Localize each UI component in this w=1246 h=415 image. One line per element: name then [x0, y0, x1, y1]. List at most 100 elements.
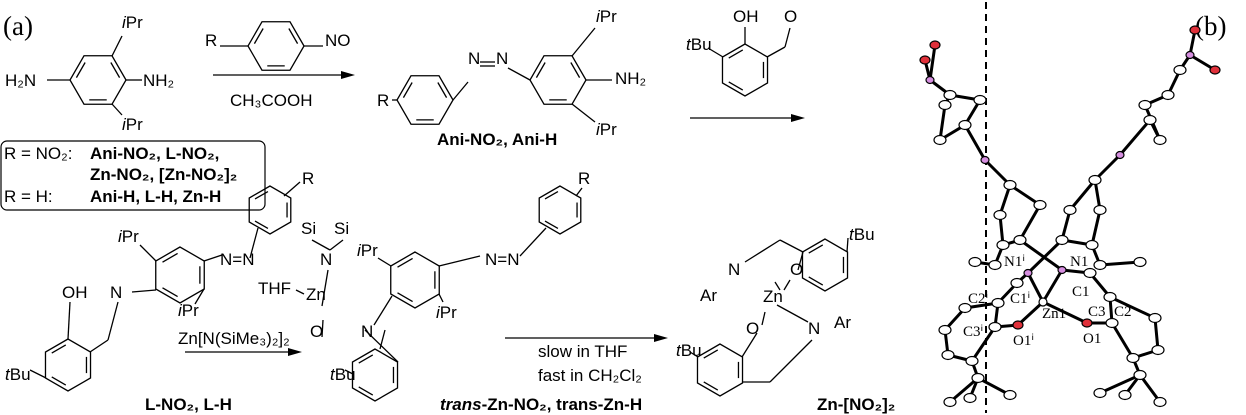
legend-no2-items-1: Ani-NO₂, L-NO₂,	[90, 144, 219, 163]
crystal-bond	[948, 376, 980, 404]
atom-ellipsoid-t8	[1093, 387, 1107, 399]
atom-ellipsoid-t1	[971, 372, 985, 384]
bond	[761, 311, 766, 326]
benzene-ring	[801, 238, 849, 292]
crystal-bond	[998, 183, 1012, 217]
atom-ellipsoid-i2	[968, 256, 982, 268]
dimer-n-bottom: N	[808, 319, 820, 338]
atom-ellipsoid-c1	[1083, 267, 1097, 279]
bond	[519, 227, 547, 257]
crystal-bond	[1110, 321, 1135, 360]
trans-zn-o: O	[310, 322, 323, 341]
bond	[689, 351, 699, 358]
atom-ellipsoid-t2	[963, 392, 977, 404]
ligand-azo: N=N	[220, 250, 254, 269]
crystal-bond	[1016, 300, 1045, 327]
crystal-bond	[1041, 268, 1064, 304]
double-bond	[397, 257, 413, 268]
nitroso-group: NO	[325, 31, 351, 50]
bond	[766, 46, 786, 58]
crystal-bond	[1018, 203, 1042, 242]
double-bond	[728, 49, 744, 59]
crystal-bond	[1118, 118, 1152, 157]
benzene-ring	[69, 55, 127, 105]
atom-ellipsoid-z6	[1161, 89, 1175, 101]
bond	[769, 339, 813, 383]
atom-ellipsoid-s6	[1173, 64, 1187, 76]
bond	[744, 239, 781, 263]
crystal-bond	[1018, 238, 1064, 272]
double-bond	[75, 62, 86, 78]
crystal-bond	[1041, 300, 1089, 325]
double-bond	[808, 244, 824, 254]
atom-ellipsoid-z5	[1143, 114, 1157, 126]
diamine-ipr-top: iPr	[122, 13, 143, 32]
trans-zn-ipr-top: iPr	[357, 241, 378, 260]
benzene-ring	[155, 246, 205, 304]
crystal-bond	[983, 158, 1012, 187]
atom-ellipsoid-a1	[958, 302, 972, 314]
bond	[452, 81, 469, 101]
bond	[377, 257, 392, 267]
atom-ellipsoid-s5	[1138, 99, 1152, 111]
trans-zn-n-amide: N	[320, 250, 332, 269]
aldehyde-o: O	[784, 7, 797, 26]
crystal-bond	[928, 43, 937, 82]
atom-label-n1i: N1ⁱ	[1004, 254, 1025, 270]
atom-ellipsoid-r1	[1003, 179, 1017, 191]
atom-ellipsoid-x2	[919, 55, 931, 65]
double-bond	[544, 190, 559, 200]
double-bond	[808, 276, 824, 286]
atom-ellipsoid-c1i	[1010, 277, 1024, 289]
double-bond	[162, 287, 178, 298]
bond	[67, 301, 71, 340]
double-bond	[253, 28, 264, 44]
atom-ellipsoid-i1	[988, 259, 1002, 271]
atom-ellipsoid-o1	[1081, 318, 1093, 328]
benzene-ring	[721, 43, 769, 97]
trans-zn-zn: Zn	[306, 285, 326, 304]
double-bond	[397, 292, 413, 303]
bond	[329, 239, 344, 251]
aldehyde-oh: OH	[733, 7, 759, 26]
ani-ipr-bottom: iPr	[596, 120, 617, 139]
step4-condition-ch2cl2: fast in CH₂Cl₂	[538, 366, 642, 385]
trans-zn-n: N	[361, 322, 373, 341]
bond	[311, 239, 331, 251]
benzene-ring	[247, 21, 305, 71]
atom-ellipsoid-a5	[1148, 312, 1162, 324]
bond	[571, 27, 596, 57]
crystal-bond	[1090, 208, 1102, 247]
benzene-ring	[538, 185, 582, 235]
bond	[741, 332, 758, 358]
atom-ellipsoid-x4	[1185, 50, 1195, 60]
atom-ellipsoid-s3	[973, 94, 987, 106]
trans-zn-si1: Si	[301, 219, 316, 238]
ani-ipr-top: iPr	[596, 7, 617, 26]
ligand-tbu: tBu	[5, 365, 31, 384]
atom-ellipsoid-a6	[1151, 344, 1165, 356]
bond	[364, 329, 399, 363]
crystal-bond	[1153, 316, 1160, 352]
trans-zn-tbu: tBu	[330, 365, 356, 384]
crystal-bond	[1068, 178, 1097, 212]
atom-ellipsoid-t7	[1153, 396, 1167, 408]
crystal-bond	[970, 325, 997, 363]
atom-ellipsoid-x3	[929, 40, 941, 50]
diamine-h2n: H₂N	[5, 71, 36, 90]
atom-ellipsoid-a3	[941, 349, 955, 361]
double-bond	[51, 376, 67, 386]
ligand-n: N	[110, 283, 122, 302]
aldehyde-tbu: tBu	[686, 35, 712, 54]
bonds	[29, 27, 849, 383]
step2-arrow-head	[791, 114, 805, 122]
bond	[438, 255, 481, 267]
legend-r-h: R = H:	[4, 187, 53, 206]
bond	[295, 289, 305, 295]
atom-ellipsoid-z4	[1115, 150, 1125, 160]
double-bond	[535, 62, 546, 78]
atom-ellipsoid-s4	[1153, 134, 1167, 146]
atom-ellipsoid-x6	[1189, 25, 1201, 35]
diamine-nh2: NH₂	[143, 71, 174, 90]
